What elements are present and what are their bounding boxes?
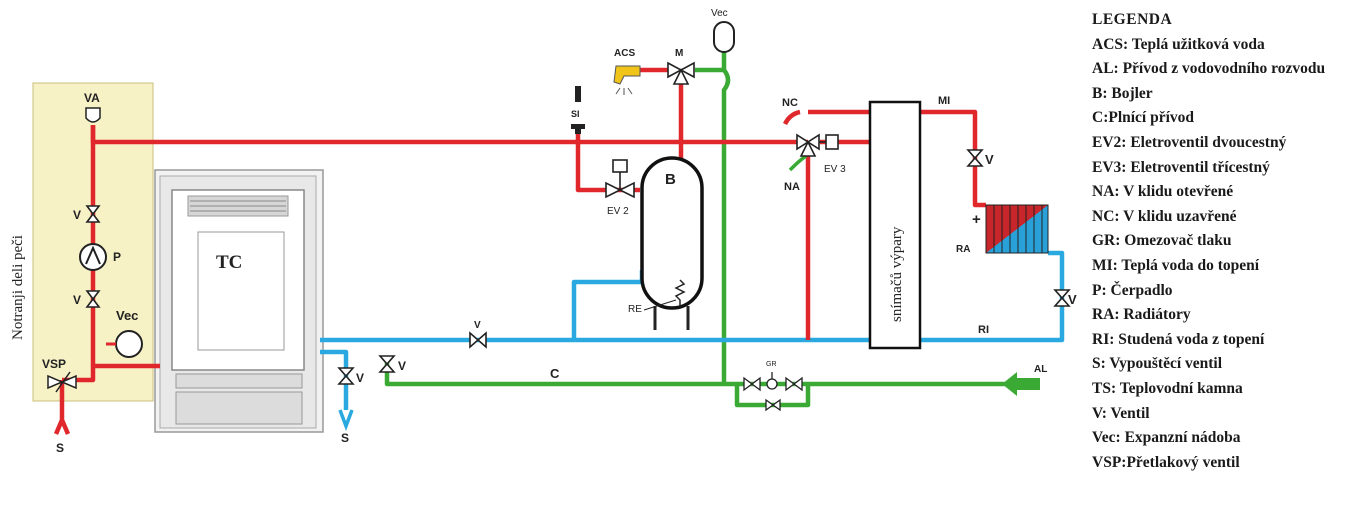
gr-label: GR: [766, 361, 777, 368]
al-inlet-arrow: [1002, 372, 1017, 396]
boiler: [640, 156, 704, 310]
legend-item: NC: V klidu uzavřené: [1092, 207, 1237, 225]
radiator-icon: [985, 204, 1049, 254]
valve-ri-icon: [1053, 289, 1071, 307]
expansion-vessel-top-icon: [713, 21, 735, 53]
ri-label: RI: [978, 324, 989, 336]
drain-left: [53, 380, 71, 435]
legend-item: V: Ventil: [1092, 404, 1150, 422]
legend-item: TS: Teplovodní kamna: [1092, 379, 1243, 397]
heating-element-icon: [674, 279, 686, 306]
vsp-label: VSP: [42, 357, 66, 371]
ev3-label: EV 3: [824, 164, 846, 175]
valve-feed-icon: [378, 355, 396, 373]
boiler-legs: [653, 306, 690, 330]
s-drain-label: S: [341, 431, 349, 445]
legend-item: NA: V klidu otevřené: [1092, 183, 1234, 201]
legend: LEGENDA ACS: Teplá užitková voda AL: Pří…: [1092, 8, 1357, 475]
p-label: P: [113, 250, 121, 264]
valve-panel-bottom-icon: [85, 290, 101, 308]
legend-title: LEGENDA: [1092, 11, 1173, 28]
safety-valve-si-icon: [571, 86, 585, 134]
acs-to-boiler: [670, 82, 684, 170]
legend-item: ACS: Teplá užitková voda: [1092, 35, 1265, 53]
ev2-label: EV 2: [607, 206, 629, 217]
na-label: NA: [784, 181, 800, 193]
stove-label: TC: [216, 252, 242, 273]
plus-label: +: [972, 211, 981, 228]
drain-branch: [320, 349, 349, 410]
nc-connector: [782, 109, 801, 126]
mixing-valve-icon: [667, 61, 695, 85]
hood-label: snímačů výpary: [889, 226, 905, 322]
mi-label: MI: [938, 95, 950, 107]
valve-drain-icon: [337, 367, 355, 385]
v-mi-label: V: [985, 152, 994, 167]
valve-return-icon: [469, 331, 487, 349]
ra-label: RA: [956, 244, 970, 255]
pump-icon: [79, 243, 107, 271]
hot-water-tap-icon: [613, 65, 641, 85]
legend-item: MI: Teplá voda do topení: [1092, 256, 1260, 274]
hood-exchanger: [868, 100, 922, 350]
va-label: VA: [84, 91, 100, 105]
v-left-top-label: V: [73, 208, 81, 222]
valve-mi-icon: [966, 149, 984, 167]
ev2-valve-icon: [605, 159, 635, 199]
legend-item: AL: Přívod z vodovodního rozvodu: [1092, 60, 1326, 78]
v-return-label: V: [474, 320, 481, 331]
si-branch: [575, 130, 640, 193]
s-left-label: S: [56, 441, 64, 455]
v-feed-label: V: [398, 359, 406, 373]
v-left-bottom-label: V: [73, 293, 81, 307]
legend-item: EV2: Eletroventil dvoucestný: [1092, 133, 1287, 151]
air-vent-icon: [85, 107, 101, 123]
expansion-vessel-left-icon: [115, 330, 143, 358]
v-drain-label: V: [356, 371, 364, 385]
ev3-valve-icon: [796, 133, 839, 157]
legend-item: C:Plnící přívod: [1092, 109, 1195, 127]
stove: [154, 169, 324, 433]
b-label: B: [665, 171, 676, 188]
re-label: RE: [628, 304, 642, 315]
legend-item: EV3: Eletroventil třícestný: [1092, 158, 1270, 176]
expansion-riser: [721, 50, 731, 384]
vec-top-label: Vec: [711, 8, 728, 19]
legend-item: Vec: Expanzní nádoba: [1092, 429, 1241, 447]
legend-item: VSP:Přetlakový ventil: [1092, 453, 1240, 471]
legend-item: S: Vypouštěcí ventil: [1092, 355, 1223, 373]
m-label: M: [675, 48, 683, 59]
na-connector: [788, 154, 807, 172]
legend-item: RI: Studená voda z topení: [1092, 330, 1265, 348]
legend-item: GR: Omezovač tlaku: [1092, 232, 1232, 250]
c-label: C: [550, 366, 560, 381]
valve-panel-top-icon: [85, 205, 101, 223]
legend-item: P: Čerpadlo: [1092, 281, 1173, 299]
hot-supply-main: [90, 125, 808, 145]
vec-left-label: Vec: [116, 308, 138, 323]
drain-right-arrow: [338, 409, 354, 431]
acs-label: ACS: [614, 48, 635, 59]
pressure-limiter-icon: [743, 372, 803, 412]
al-label: AL: [1034, 364, 1047, 375]
inner-parts-label: Notranji deli peči: [10, 235, 26, 340]
heating-schematic: Notranji deli peči TC: [10, 8, 1077, 455]
fill-line-main: [384, 358, 1005, 387]
si-label: SI: [571, 109, 580, 119]
safety-valve-icon: [47, 371, 77, 393]
nc-label: NC: [782, 97, 798, 109]
legend-item: RA: Radiátory: [1092, 306, 1191, 324]
v-ri-label: V: [1068, 292, 1077, 307]
legend-item: B: Bojler: [1092, 84, 1153, 102]
